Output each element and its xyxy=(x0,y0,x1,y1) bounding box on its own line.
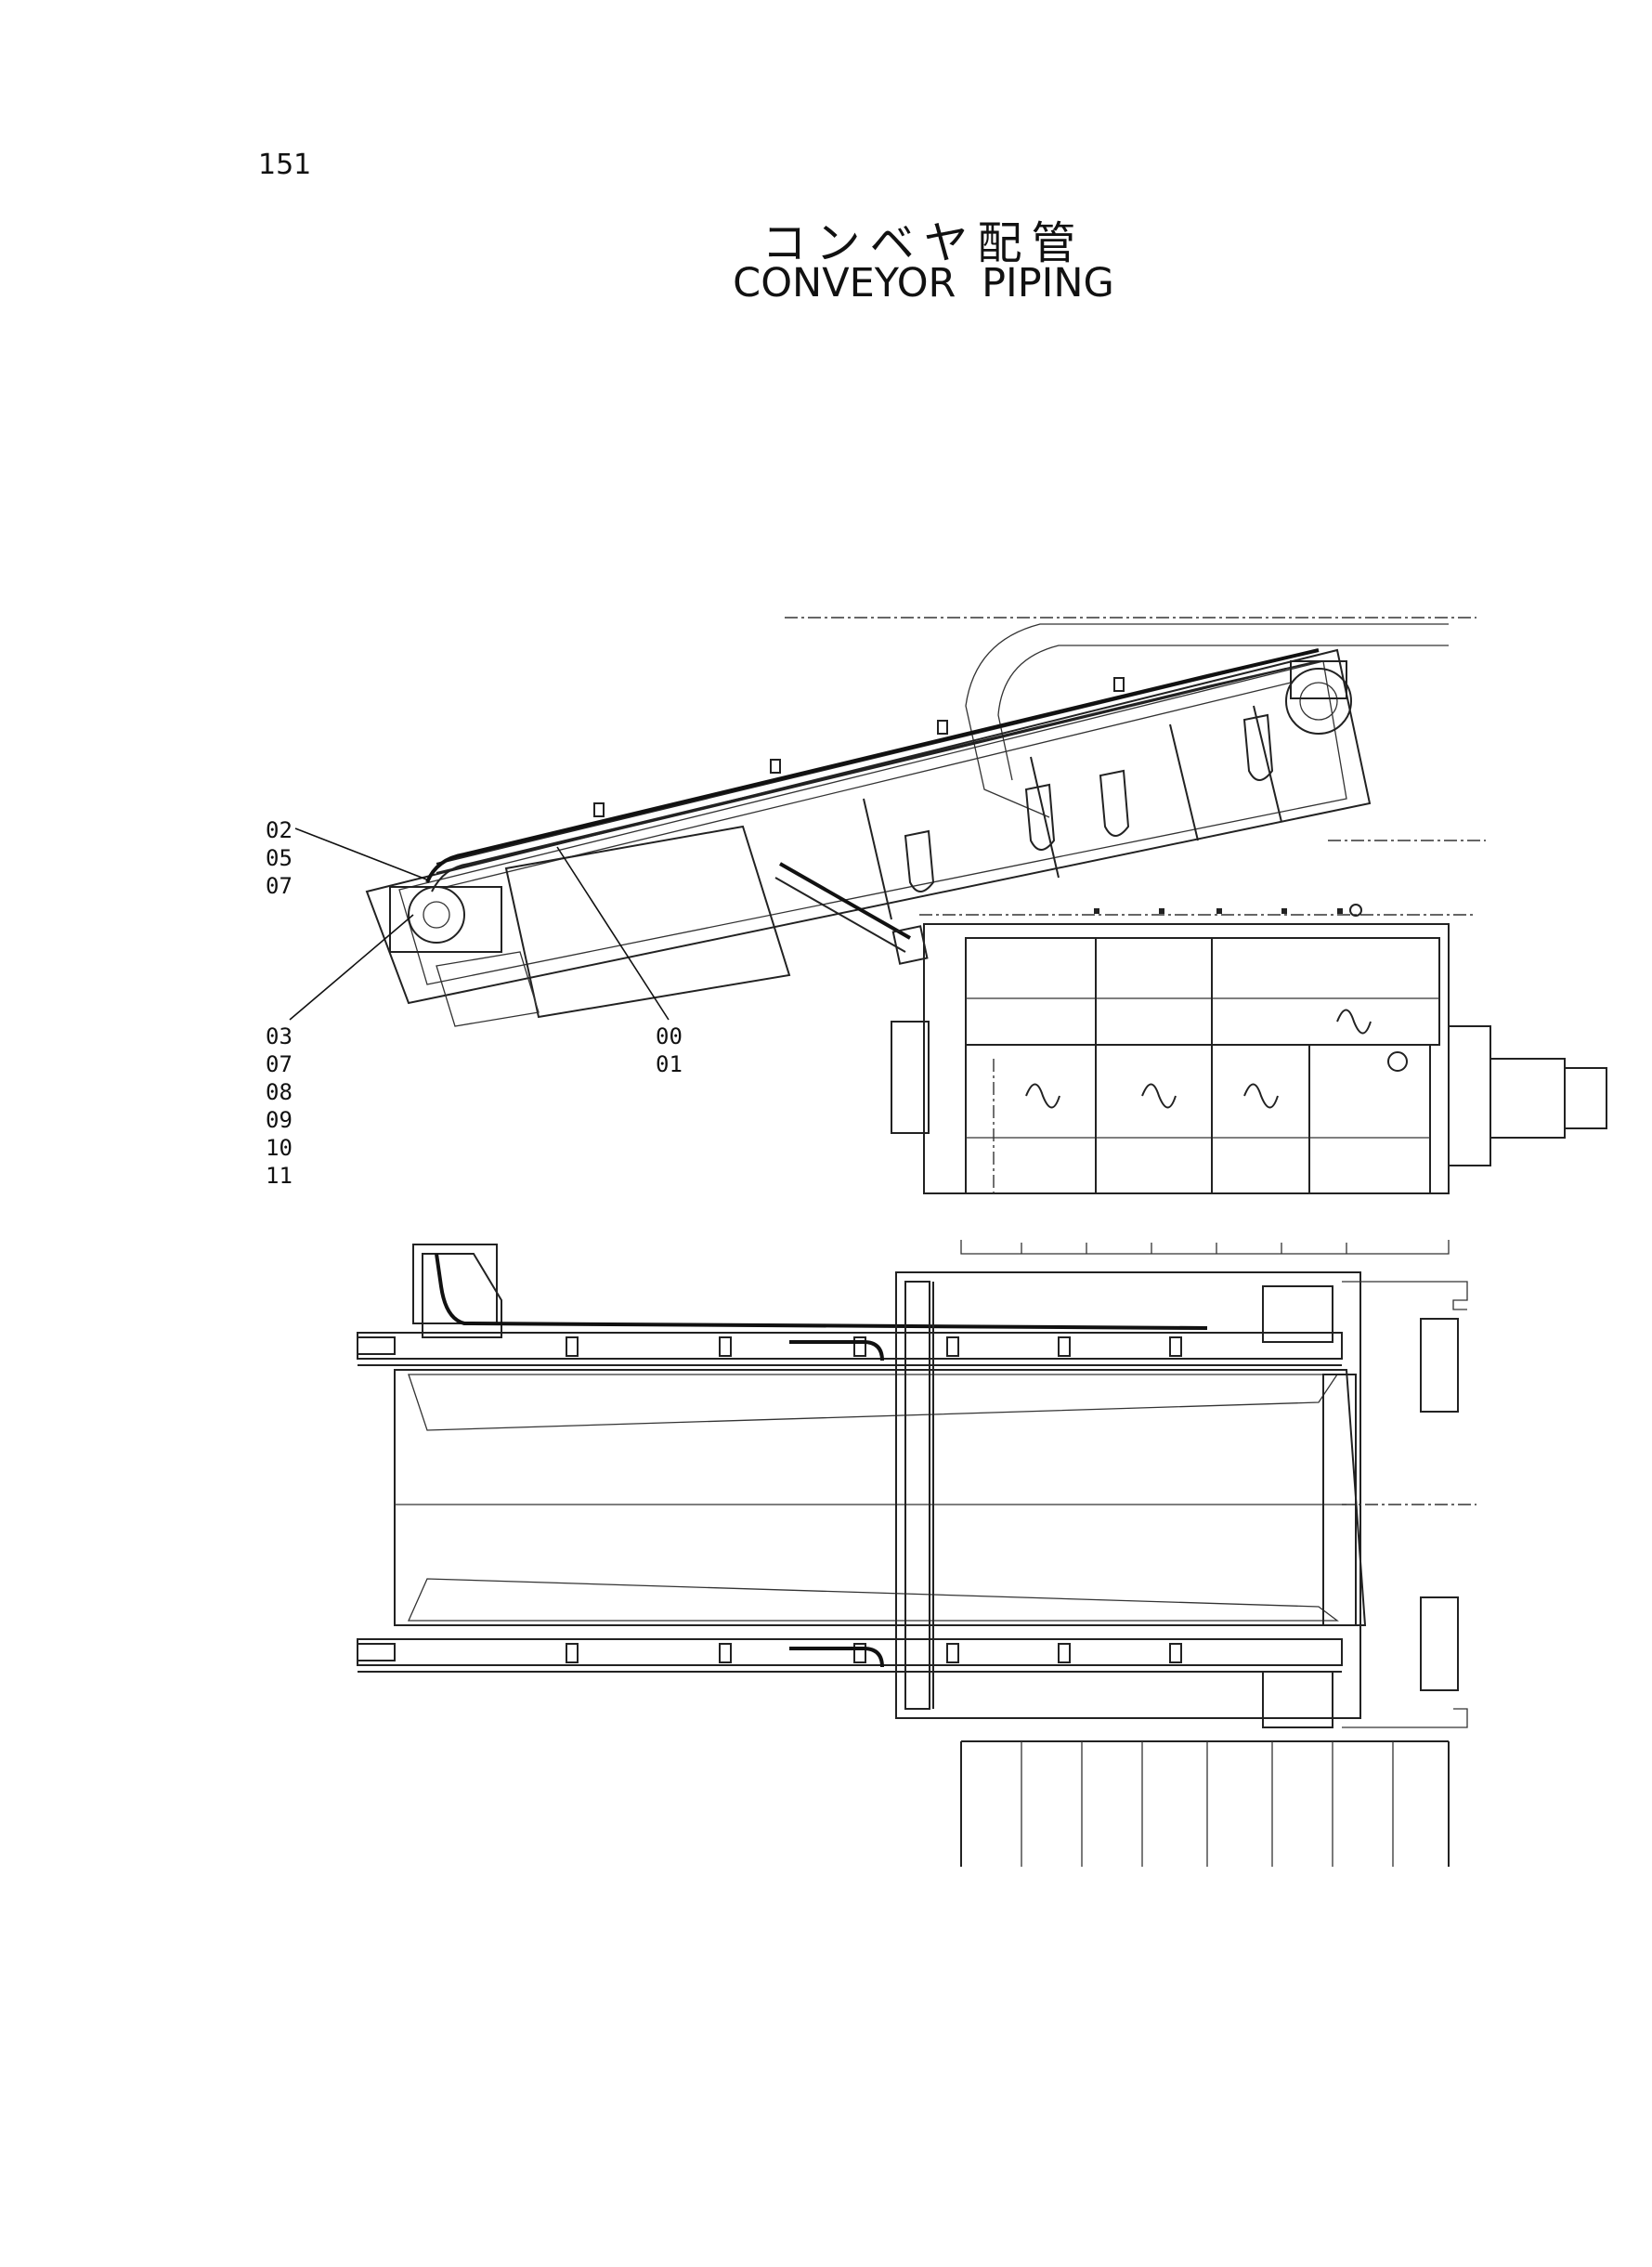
callout-group-b: 03 07 08 09 10 11 xyxy=(266,1025,293,1192)
callout-label: 09 xyxy=(266,1107,293,1133)
callout-label: 02 xyxy=(266,817,293,843)
callout-label: 11 xyxy=(266,1163,293,1189)
callout-label: 08 xyxy=(266,1079,293,1105)
callout-label: 00 xyxy=(656,1023,683,1049)
hopper-end-view xyxy=(891,904,1607,1194)
callout-label: 01 xyxy=(656,1051,683,1077)
page-title-japanese: コンベヤ配管 xyxy=(761,217,1086,269)
page-number: 151 xyxy=(258,149,312,181)
callout-label: 07 xyxy=(266,1051,293,1077)
callout-label: 07 xyxy=(266,873,293,899)
callout-group-a: 02 05 07 xyxy=(266,819,293,903)
callout-label: 10 xyxy=(266,1135,293,1161)
bottom-grid-view xyxy=(960,1740,1450,1867)
page-title-english: CONVEYOR PIPING xyxy=(733,260,1114,306)
plan-view-conveyor xyxy=(357,1240,1476,1728)
side-view-conveyor xyxy=(365,617,1486,1027)
callout-label: 03 xyxy=(266,1023,293,1049)
leader-lines xyxy=(289,827,670,1021)
callout-label: 05 xyxy=(266,845,293,871)
callout-group-c: 00 01 xyxy=(656,1025,683,1081)
